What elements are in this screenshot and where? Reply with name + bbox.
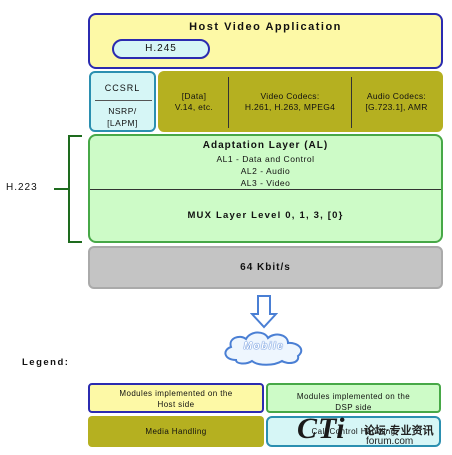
legend-media-label: Media Handling [145, 427, 207, 436]
legend-dsp-side: Modules implemented on the DSP side [266, 383, 441, 413]
legend-dsp-line2: DSP side [335, 403, 372, 412]
host-video-application-block: Host Video Application H.245 [88, 13, 443, 69]
audio-detail: [G.723.1], AMR [365, 102, 428, 112]
media-separator [228, 77, 229, 128]
mobile-cloud-icon [224, 331, 303, 366]
h245-block: H.245 [112, 39, 210, 59]
audio-codecs-cell: Audio Codecs: [G.723.1], AMR [352, 91, 441, 113]
down-arrow-icon [250, 295, 278, 329]
video-codecs-cell: Video Codecs: H.261, H.263, MPEG4 [229, 91, 351, 113]
media-separator [351, 77, 352, 128]
nsrp-label: NSRP/ [LAPM] [91, 105, 154, 129]
video-detail: H.261, H.263, MPEG4 [244, 102, 336, 112]
al1-label: AL1 - Data and Control [216, 154, 315, 164]
bitrate-block: 64 Kbit/s [88, 246, 443, 289]
video-title: Video Codecs: [260, 91, 320, 101]
h223-label: H.223 [6, 182, 38, 193]
data-title: [Data] [181, 91, 207, 101]
ccsrl-label: CCSRL [104, 83, 141, 93]
legend-dsp-line1: Modules implemented on the [296, 392, 411, 401]
watermark-logo: CTi [297, 412, 346, 445]
mobile-label: Mobile [243, 341, 285, 352]
watermark-site: forum.com [366, 436, 414, 447]
legend-host-line2: Host side [157, 400, 195, 409]
al2-label: AL2 - Audio [240, 166, 291, 176]
audio-title: Audio Codecs: [366, 91, 427, 101]
lapm-line: [LAPM] [107, 118, 138, 128]
h223-connector [54, 188, 68, 190]
adaptation-layer-title: Adaptation Layer (AL) [202, 140, 329, 151]
legend-title: Legend: [22, 357, 70, 368]
legend-host-side: Modules implemented on the Host side [88, 383, 264, 413]
host-title: Host Video Application [189, 21, 342, 33]
legend-call-control: Call Control Handling [266, 416, 441, 447]
legend-host-line1: Modules implemented on the [119, 389, 233, 398]
mux-layer-label: MUX Layer Level 0, 1, 3, [0} [187, 210, 344, 221]
legend-call-label: Call Control Handling [311, 427, 396, 436]
h223-bracket [68, 135, 82, 243]
data-detail: V.14, etc. [174, 102, 214, 112]
ccsrl-divider [95, 100, 152, 101]
watermark-cn: 论坛·专业资讯 [364, 425, 434, 437]
nsrp-line: NSRP/ [108, 106, 137, 116]
h223-layers-block: Adaptation Layer (AL) AL1 - Data and Con… [88, 134, 443, 243]
legend-media-handling: Media Handling [88, 416, 264, 447]
al3-label: AL3 - Video [240, 178, 291, 188]
ccsrl-block: CCSRL NSRP/ [LAPM] [89, 71, 156, 132]
layer-divider [90, 189, 441, 190]
data-cell: [Data] V.14, etc. [160, 91, 228, 113]
media-codecs-block: [Data] V.14, etc. Video Codecs: H.261, H… [158, 71, 443, 132]
